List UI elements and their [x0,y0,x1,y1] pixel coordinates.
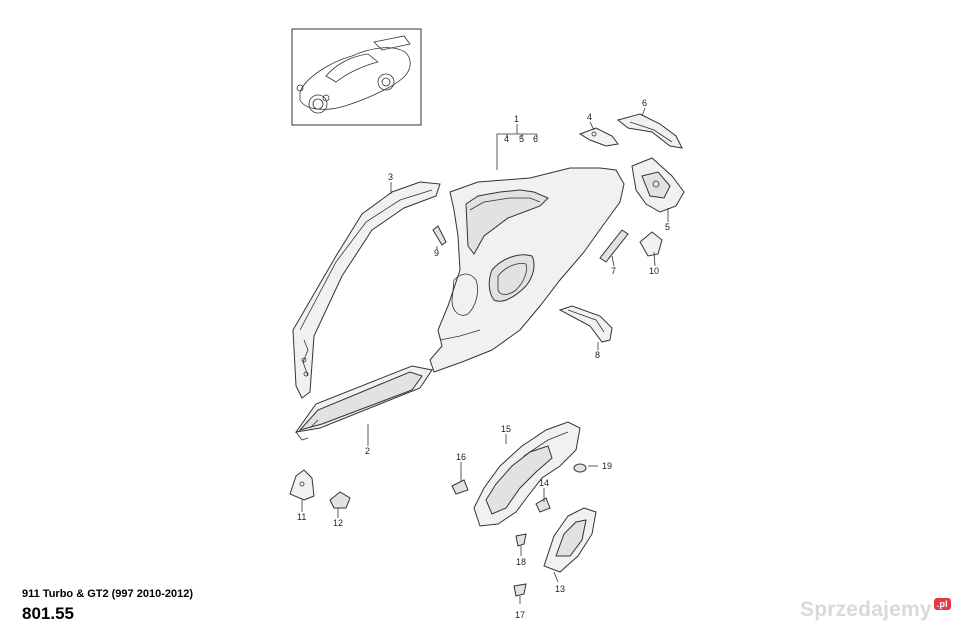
part-2-sill [294,365,433,441]
callout-9: 9 [434,248,439,258]
callout-8: 8 [595,350,600,360]
part-19-nut [573,463,587,473]
watermark-tld: .pl [933,598,951,610]
watermark-logo: Sprzedajemy.pl [800,598,951,622]
part-16-clip [451,479,469,495]
callout-labels: 1 4 5 6 3 9 4 6 5 7 10 8 2 11 12 15 16 1… [297,98,670,620]
part-12-clip [329,491,351,509]
part-8-bracket [558,305,613,343]
callout-13: 13 [555,584,565,594]
part-14-clip [535,497,551,513]
part-9-strip [432,225,447,246]
callout-12: 12 [333,518,343,528]
callout-14: 14 [539,478,549,488]
part-10-clip [639,231,663,257]
part-17-screw [513,583,527,597]
callout-4: 4 [587,112,592,122]
callout-group-4: 4 [504,134,509,144]
callout-6: 6 [642,98,647,108]
callout-16: 16 [456,452,466,462]
callout-18: 18 [516,557,526,567]
callout-2: 2 [365,446,370,456]
part-4-bracket [578,127,619,147]
part-5-reinforcement [631,157,685,213]
callout-15: 15 [501,424,511,434]
callout-group-6: 6 [533,134,538,144]
watermark-text: Sprzedajemy [800,598,932,621]
part-15-wheel-arch [473,421,581,527]
part-13-air-intake [543,507,597,573]
diagram-model-title: 911 Turbo & GT2 (997 2010-2012) [22,588,193,600]
callout-19: 19 [602,461,612,471]
callout-1: 1 [514,114,519,124]
part-6-bracket [616,113,683,149]
diagram-code: 801.55 [22,604,74,623]
part-11-bracket [289,469,315,501]
callout-7: 7 [611,266,616,276]
callout-5: 5 [665,222,670,232]
callout-10: 10 [649,266,659,276]
car-thumbnail [291,28,422,126]
part-7-strip [599,229,629,263]
part-3-b-pillar [292,181,441,399]
leader-lines [301,107,669,604]
callout-3: 3 [388,172,393,182]
callout-11: 11 [297,512,306,522]
callout-group-5: 5 [519,134,524,144]
callout-17: 17 [515,610,525,620]
part-18-screw [515,533,527,547]
part-1-quarter-panel [429,167,625,373]
